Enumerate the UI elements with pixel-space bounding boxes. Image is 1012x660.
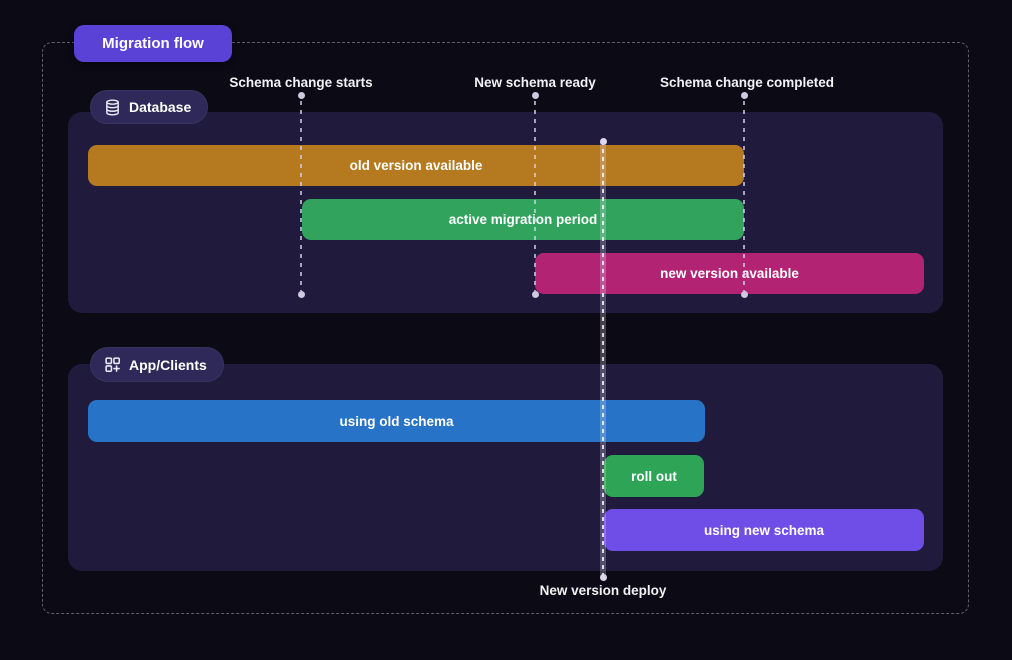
bar-roll-out: roll out <box>604 455 704 497</box>
deploy-label: New version deploy <box>539 583 667 598</box>
milestone-dot-top <box>741 92 748 99</box>
database-section-label: Database <box>129 99 192 115</box>
app-clients-section-label: App/Clients <box>129 356 207 373</box>
bar-using-old-schema: using old schema <box>88 400 705 442</box>
bar-using-new-schema: using new schema <box>604 509 924 551</box>
diagram-title-badge: Migration flow <box>74 25 232 62</box>
milestone-label-schema-change-completed: Schema change completed <box>659 75 835 90</box>
bar-active-migration-period: active migration period <box>302 199 744 240</box>
bar-old-version-available: old version available <box>88 145 744 186</box>
milestone-dot-top <box>532 92 539 99</box>
milestone-guide-line <box>534 101 536 291</box>
grid-plus-icon <box>104 356 121 373</box>
database-icon <box>104 98 121 116</box>
milestone-guide-line <box>743 101 745 291</box>
milestone-dot-top <box>298 92 305 99</box>
milestone-dot-bottom <box>532 291 539 298</box>
deploy-guide-line <box>602 141 604 578</box>
deploy-dot-bottom <box>600 574 607 581</box>
milestone-label-schema-change-starts: Schema change starts <box>229 75 373 90</box>
database-section-badge: Database <box>90 90 209 124</box>
milestone-label-new-schema-ready: New schema ready <box>474 75 596 90</box>
milestone-guide-line <box>300 101 302 291</box>
deploy-dot-top <box>600 138 607 145</box>
diagram-dashed-frame <box>42 42 969 614</box>
bar-new-version-available: new version available <box>535 253 924 294</box>
milestone-dot-bottom <box>741 291 748 298</box>
app-clients-section-badge: App/Clients <box>90 347 224 382</box>
milestone-dot-bottom <box>298 291 305 298</box>
